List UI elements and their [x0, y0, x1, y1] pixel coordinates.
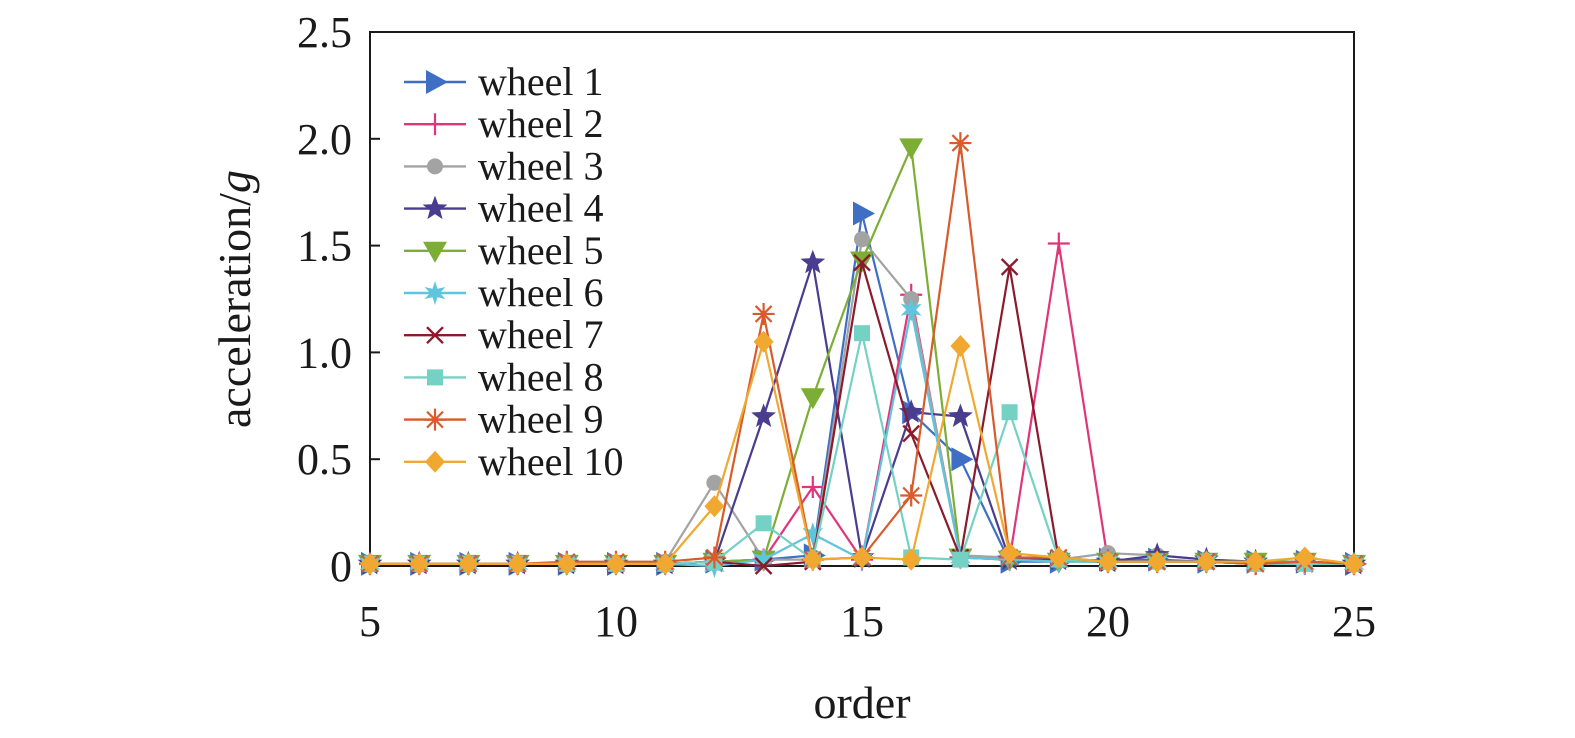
legend-label-6: wheel 6: [478, 270, 604, 315]
data-point-s4-11: [898, 399, 924, 423]
data-point-s5-11: [899, 138, 924, 160]
data-point-s10-8: [753, 330, 774, 353]
legend-item-1: wheel 1: [404, 59, 604, 104]
legend-label-10: wheel 10: [478, 439, 624, 484]
data-point-s7-13: [1000, 258, 1019, 276]
data-point-s10-12: [950, 334, 971, 357]
data-point-s4-9: [800, 249, 826, 274]
legend-marker-2: [424, 113, 446, 136]
legend-item-9: wheel 9: [404, 397, 604, 442]
data-point-s6-8: [753, 547, 774, 572]
legend-item-6: wheel 6: [404, 270, 604, 315]
series-layer: [357, 132, 1367, 578]
data-point-s10-14: [1048, 546, 1069, 569]
y-axis-label: acceleration/g: [209, 170, 260, 428]
legend-marker-5: [423, 241, 447, 263]
data-point-s2-14: [1047, 232, 1070, 255]
legend-marker-9: [424, 408, 446, 431]
y-axis-label-unit: g: [209, 170, 260, 193]
data-point-s10-20: [1344, 552, 1364, 575]
y-tick-label-0: 0: [330, 542, 352, 591]
legend-item-3: wheel 3: [404, 143, 604, 188]
legend-item-2: wheel 2: [404, 101, 604, 146]
data-point-s3-7: [706, 474, 723, 491]
data-point-s4-8: [751, 403, 776, 427]
data-point-s6-11: [900, 297, 922, 322]
data-point-s7-10: [853, 253, 871, 272]
data-point-s1-12: [951, 447, 974, 472]
data-point-s10-19: [1294, 546, 1315, 569]
legend-label-5: wheel 5: [478, 228, 604, 273]
data-point-s10-3: [507, 552, 528, 575]
data-point-s10-7: [704, 495, 725, 518]
data-point-s8-12: [952, 551, 969, 568]
legend-marker-10: [425, 450, 445, 473]
series-10: [360, 330, 1364, 575]
data-point-s10-0: [360, 552, 380, 575]
data-point-s8-13: [1001, 404, 1018, 421]
legend-label-9: wheel 9: [478, 397, 604, 442]
legend-marker-4: [422, 195, 448, 220]
data-point-s10-9: [802, 548, 823, 571]
x-axis-label: order: [813, 677, 910, 728]
legend-item-7: wheel 7: [404, 312, 604, 357]
data-point-s9-12: [949, 132, 972, 155]
data-point-s10-6: [655, 552, 676, 575]
data-point-s7-11: [902, 424, 921, 443]
data-point-s10-5: [606, 552, 626, 575]
data-point-s10-2: [458, 552, 479, 575]
data-point-s8-10: [854, 325, 870, 342]
data-point-s3-10: [854, 231, 870, 248]
data-point-s1-10: [853, 201, 875, 226]
data-point-s10-18: [1245, 550, 1266, 573]
data-point-s10-1: [409, 552, 430, 575]
legend-marker-1: [426, 70, 448, 94]
data-point-s2-9: [801, 475, 824, 498]
data-point-s10-11: [901, 548, 922, 571]
legend-marker-8: [427, 369, 443, 386]
data-point-s5-9: [800, 388, 825, 410]
y-tick-label-4: 2.0: [297, 115, 352, 164]
data-point-s7-8: [754, 557, 773, 575]
legend-label-3: wheel 3: [478, 143, 604, 188]
data-point-s9-7: [703, 546, 726, 569]
data-point-s8-8: [755, 515, 772, 532]
data-point-s9-8: [752, 302, 775, 325]
y-tick-label-1: 0.5: [297, 435, 352, 484]
legend-marker-7: [426, 326, 444, 345]
y-tick-label-3: 1.5: [297, 222, 352, 271]
legend-marker-3: [427, 158, 443, 175]
legend-label-2: wheel 2: [478, 101, 604, 146]
x-tick-label-2: 15: [840, 597, 884, 646]
data-point-s10-16: [1147, 550, 1168, 573]
data-point-s10-4: [556, 552, 577, 575]
data-point-s4-12: [948, 403, 973, 427]
axis-ticks: 5 10 15 20 25 0 0.5 1.0 1.5 2.0 2.5: [297, 8, 1376, 646]
data-point-s10-10: [852, 546, 872, 569]
data-point-s6-9: [802, 522, 824, 546]
legend-label-8: wheel 8: [478, 354, 604, 399]
x-tick-label-1: 10: [594, 597, 638, 646]
legend-item-5: wheel 5: [404, 228, 604, 273]
legend-label-4: wheel 4: [478, 186, 604, 231]
data-point-s10-17: [1196, 550, 1217, 573]
y-axis-label-main: acceleration/: [209, 193, 260, 428]
legend-item-10: wheel 10: [404, 439, 624, 484]
x-tick-label-4: 25: [1332, 597, 1376, 646]
legend-label-1: wheel 1: [478, 59, 604, 104]
x-tick-label-3: 20: [1086, 597, 1130, 646]
data-point-s10-15: [1098, 550, 1118, 573]
y-tick-label-5: 2.5: [297, 8, 352, 57]
legend-item-4: wheel 4: [404, 186, 604, 231]
data-point-s9-11: [900, 484, 923, 507]
legend-marker-6: [424, 281, 446, 305]
y-tick-label-2: 1.0: [297, 328, 352, 377]
legend-item-8: wheel 8: [404, 354, 604, 399]
legend-label-7: wheel 7: [478, 312, 604, 357]
x-tick-label-0: 5: [359, 597, 381, 646]
data-point-s10-13: [999, 542, 1020, 565]
